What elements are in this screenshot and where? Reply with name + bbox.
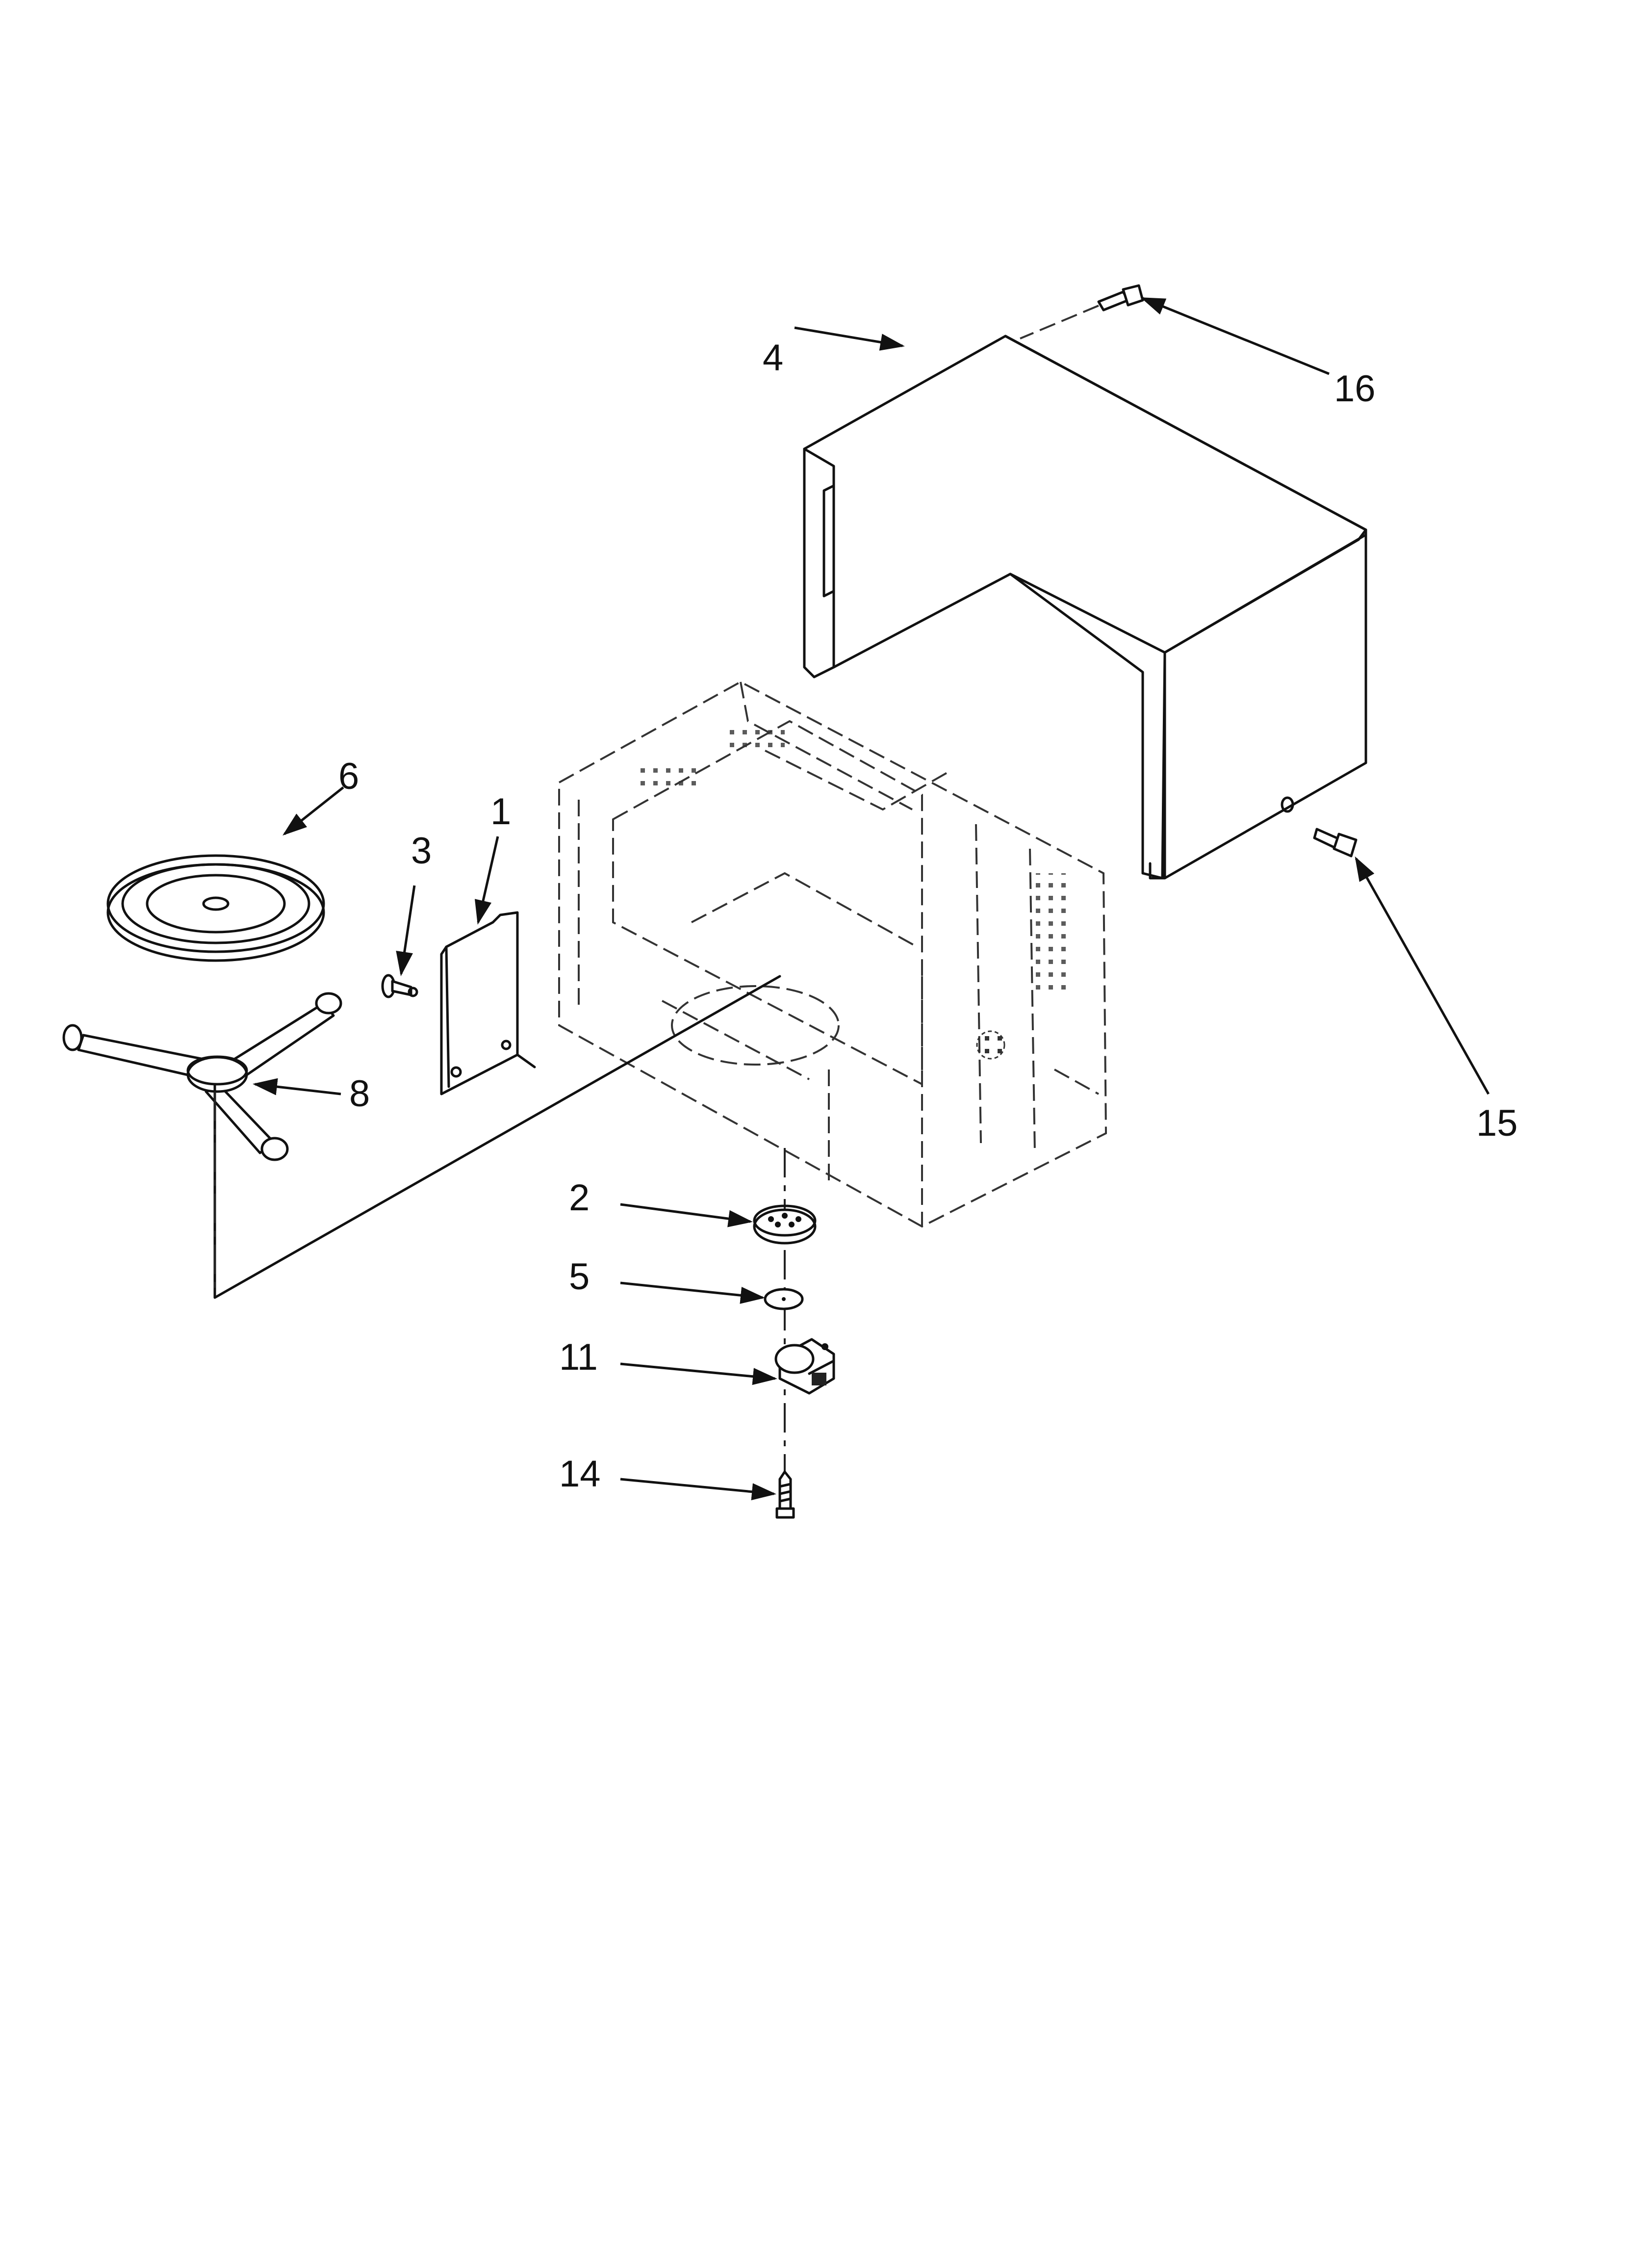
oven-chassis (558, 680, 1107, 1228)
callout-2: 2 (569, 1177, 590, 1219)
callout-8: 8 (349, 1073, 370, 1115)
callout-6: 6 (338, 756, 359, 797)
turntable-tray (106, 854, 325, 962)
callout-1: 1 (490, 791, 511, 833)
callout-5: 5 (569, 1256, 590, 1298)
turntable-motor (774, 1338, 835, 1395)
cover-screw (381, 974, 418, 998)
callout-4: 4 (763, 337, 783, 379)
callout-15: 15 (1476, 1102, 1518, 1144)
washer (764, 1288, 804, 1310)
waveguide-cover (440, 911, 536, 1095)
leaders (253, 297, 1490, 1501)
callout-3: 3 (411, 830, 432, 872)
side-screw (1313, 828, 1358, 858)
coupler (753, 1204, 817, 1245)
cabinet-wrapper (803, 335, 1367, 880)
rear-screw (1020, 284, 1144, 339)
callout-labels: 4 16 15 6 1 3 8 2 5 11 14 (338, 337, 1518, 1495)
callout-14: 14 (559, 1453, 601, 1495)
roller-support (62, 992, 342, 1161)
callout-11: 11 (559, 1336, 598, 1378)
motor-screw (775, 1470, 795, 1519)
callout-16: 16 (1334, 368, 1376, 410)
